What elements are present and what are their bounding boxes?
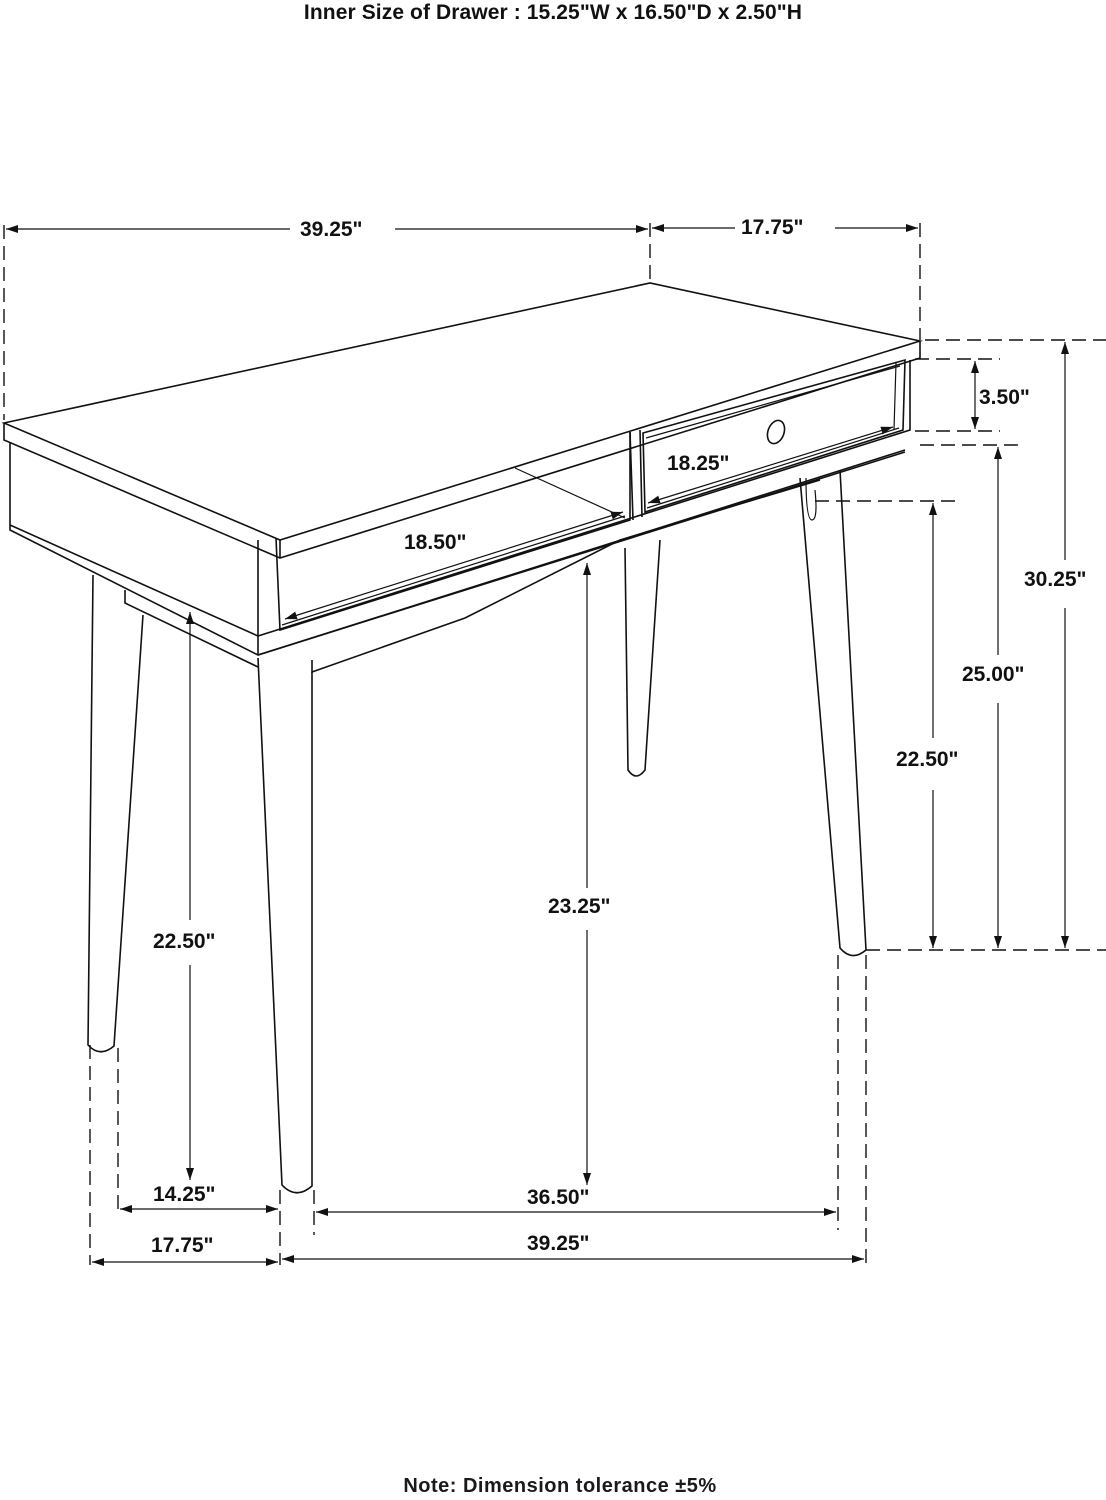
- desk-top: [1, 282, 924, 559]
- dim-total-height: [925, 339, 1106, 948]
- desk-carcass: [9, 360, 911, 656]
- label-total-height: 30.25": [1024, 568, 1087, 592]
- label-base-width: 39.25": [527, 1232, 590, 1255]
- label-top-depth: 17.75": [738, 216, 807, 240]
- dim-bottom: [89, 955, 867, 1266]
- label-top-width: 39.25": [297, 218, 366, 242]
- label-center-clearance: 23.25": [545, 895, 614, 919]
- dim-top-depth: [649, 223, 921, 340]
- dim-apron-height: [920, 444, 1023, 948]
- label-drawer-width: 18.25": [667, 452, 730, 475]
- tolerance-note: Note: Dimension tolerance ±5%: [403, 1475, 717, 1497]
- dim-top-width: [3, 225, 648, 420]
- label-drawer-front-height: 3.50": [978, 386, 1031, 410]
- dim-drawer-height: [915, 358, 1000, 432]
- label-height-to-stretcher: 22.50": [893, 748, 962, 772]
- label-base-depth: 17.75": [151, 1234, 214, 1257]
- dim-shelf-and-drawer-width: [284, 426, 894, 620]
- legs: [87, 469, 867, 1194]
- label-height-to-apron: 25.00": [959, 663, 1028, 687]
- label-inner-leg-width: 36.50": [527, 1186, 590, 1209]
- label-inner-leg-depth: 14.25": [153, 1183, 216, 1206]
- label-left-leg-clearance: 22.50": [150, 930, 219, 954]
- label-open-shelf-width: 18.50": [404, 531, 467, 554]
- drawer-pull-icon: [766, 419, 786, 445]
- drawer-inner-size-title: Inner Size of Drawer : 15.25"W x 16.50"D…: [303, 1, 803, 24]
